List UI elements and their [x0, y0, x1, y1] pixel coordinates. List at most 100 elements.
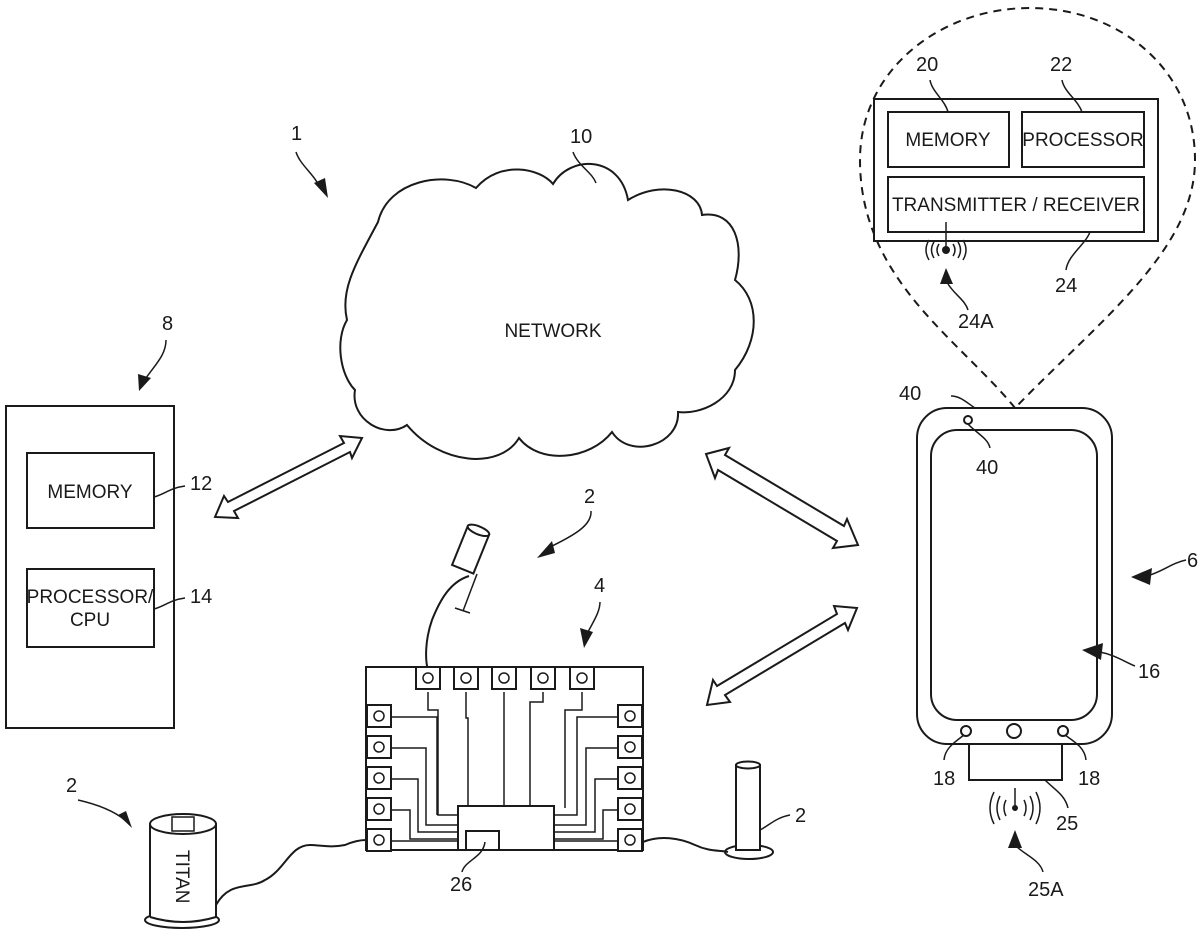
screen-ref: 16	[1138, 661, 1160, 683]
post-cable	[642, 837, 729, 853]
hub-pad-hole	[537, 672, 549, 684]
hub-pad-hole	[373, 834, 385, 846]
mobile-device: 40 40 18 18 25 25A 16 6	[899, 383, 1198, 901]
device-screen	[930, 429, 1098, 721]
hub-pad	[617, 766, 643, 790]
server-processor-ref: 14	[190, 586, 212, 608]
hub-pad	[415, 666, 441, 690]
hub-pad	[366, 766, 392, 790]
network-ref-label: 10	[570, 126, 592, 148]
hub-pad	[491, 666, 517, 690]
hub-pad-hole	[373, 772, 385, 784]
network-ref-leader	[572, 151, 597, 184]
server-processor-box	[26, 568, 155, 648]
screen-ref-leader	[1099, 651, 1136, 667]
detail-transceiver-ref: 24	[1055, 275, 1077, 297]
network-cloud: NETWORK 10	[339, 126, 755, 460]
antenna-ref-leader	[947, 283, 969, 311]
canister-sensor: 2 TITAN	[66, 775, 367, 929]
canister-ref-leader	[77, 799, 126, 821]
hub-pad-hole	[624, 834, 636, 846]
hub-pad-hole	[624, 710, 636, 722]
hub-pad	[366, 797, 392, 821]
device-button-left-leader	[943, 734, 965, 761]
hub-pad-hole	[624, 741, 636, 753]
hub-traces	[390, 692, 619, 842]
post-body	[735, 764, 761, 851]
screen-ref-arrowhead-icon	[1082, 643, 1103, 660]
server-processor-label-2: CPU	[70, 610, 110, 631]
server-memory-leader	[153, 485, 186, 498]
probe-ref-arrowhead-icon	[537, 541, 555, 558]
device-ref: 6	[1187, 550, 1198, 572]
hub-pad	[617, 735, 643, 759]
device-ref-leader	[1149, 559, 1187, 576]
hub: 4 26	[365, 575, 644, 896]
canister-ref-label: 2	[66, 775, 77, 797]
device-sensor-ref: 40	[976, 457, 998, 479]
probe-body-icon	[450, 523, 491, 575]
hub-pad	[617, 797, 643, 821]
canister-body	[149, 824, 217, 923]
detail-memory-box	[887, 111, 1010, 168]
hub-pad	[366, 735, 392, 759]
server-ref-label: 8	[162, 313, 173, 335]
detail-processor-label: PROCESSOR	[1022, 130, 1143, 151]
hub-mobile-arrow-icon	[705, 604, 859, 707]
hub-pad	[453, 666, 479, 690]
canister-lid-knob	[171, 816, 195, 832]
detail-balloon: MEMORY PROCESSOR TRANSMITTER / RECEIVER …	[858, 6, 1197, 410]
hub-pad-hole	[373, 741, 385, 753]
hub-chip-26	[465, 830, 500, 851]
hub-pad-hole	[373, 803, 385, 815]
hub-pad-hole	[373, 710, 385, 722]
hub-pads	[366, 666, 643, 852]
probe-cable	[425, 575, 470, 671]
hub-chip-leader	[461, 841, 486, 873]
device-sensor-top-ref: 40	[899, 383, 921, 405]
detail-memory-leader	[929, 79, 949, 113]
post-ref-label: 2	[795, 805, 806, 827]
detail-transceiver-box	[887, 176, 1145, 233]
post-sensor: 2	[642, 760, 806, 860]
antenna-ref: 24A	[958, 311, 994, 333]
server: 8 MEMORY 12 PROCESSOR/ CPU 14	[5, 313, 212, 729]
detail-transceiver-label: TRANSMITTER / RECEIVER	[892, 195, 1140, 216]
antenna-ref-arrowhead-icon	[940, 268, 953, 284]
hub-chip-ref: 26	[450, 874, 472, 896]
device-button-left	[960, 725, 972, 737]
detail-balloon-outline	[858, 6, 1197, 410]
server-memory-label: MEMORY	[47, 482, 132, 503]
network-label: NETWORK	[504, 321, 601, 342]
device-module-ref: 25	[1056, 813, 1078, 835]
detail-memory-ref: 20	[916, 54, 938, 76]
hub-pad-hole	[624, 772, 636, 784]
hub-pad	[366, 704, 392, 728]
server-processor-leader	[153, 597, 186, 610]
module-signal-ref-arrowhead-icon	[1008, 830, 1022, 848]
hub-pad	[617, 828, 643, 852]
hub-pad	[617, 704, 643, 728]
detail-transceiver-leader	[1065, 231, 1091, 271]
canister-lid	[149, 813, 217, 835]
device-sensor	[963, 415, 973, 425]
post-ref-leader	[759, 814, 791, 831]
detail-processor-ref: 22	[1050, 54, 1072, 76]
system-ref-label: 1	[291, 123, 302, 145]
detail-processor-ref-leader	[1061, 79, 1083, 113]
module-signal-leader	[1015, 845, 1044, 873]
canister-ref-arrowhead-icon	[118, 811, 132, 828]
hub-pad-hole	[498, 672, 510, 684]
hub-pad-hole	[576, 672, 588, 684]
detail-processor-box	[1021, 111, 1145, 168]
hub-pad-hole	[460, 672, 472, 684]
device-button-left-ref: 18	[933, 768, 955, 790]
device-module	[968, 743, 1063, 781]
hub-pad	[530, 666, 556, 690]
probe-ref-label: 2	[584, 486, 595, 508]
canister-cable	[215, 839, 367, 906]
probe-ref-leader	[547, 510, 592, 549]
detail-memory-label: MEMORY	[905, 130, 990, 151]
device-button-right-ref: 18	[1078, 768, 1100, 790]
